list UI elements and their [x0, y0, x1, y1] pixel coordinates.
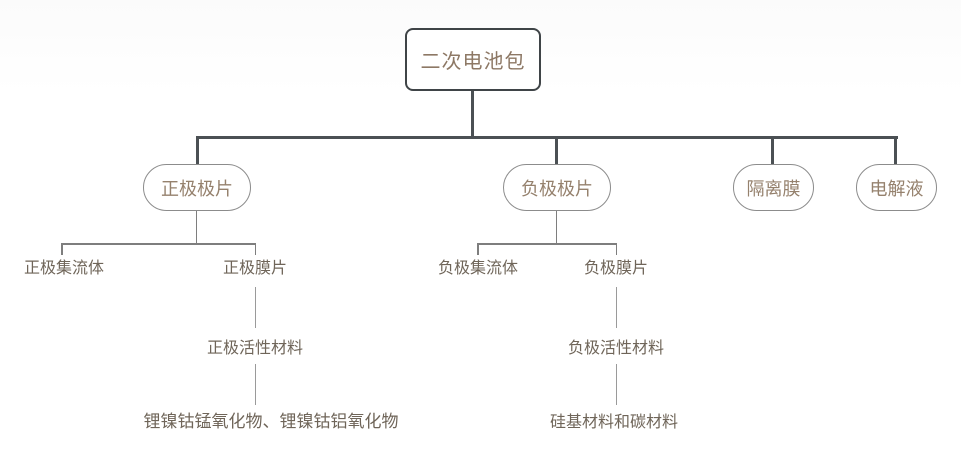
connector-negative-drop-right — [615, 243, 617, 255]
connector-negative-drop-left — [477, 243, 479, 255]
connector-positive-drop-left — [61, 243, 63, 255]
connector-drop-negative — [555, 136, 558, 164]
node-negative-electrode-sheet: 负极极片 — [503, 164, 611, 211]
connector-negative-horizontal — [477, 243, 617, 245]
connector-positive-active-to-materials — [254, 364, 256, 405]
label-negative-membrane: 负极膜片 — [583, 260, 649, 277]
label-negative-current-collector: 负极集流体 — [437, 260, 519, 277]
connector-positive-drop-right — [254, 243, 256, 255]
connector-drop-positive — [196, 136, 199, 164]
connector-drop-separator — [771, 136, 774, 164]
label-positive-material-examples: 锂镍钴锰氧化物、锂镍钴铝氧化物 — [143, 412, 399, 431]
node-separator-membrane: 隔离膜 — [733, 164, 814, 211]
label-negative-active-material: 负极活性材料 — [567, 340, 665, 357]
connector-root-stem — [471, 87, 474, 136]
label-positive-membrane: 正极膜片 — [222, 260, 288, 277]
connector-positive-membrane-to-active — [254, 287, 256, 328]
connector-negative-active-to-materials — [615, 364, 617, 405]
node-electrolyte: 电解液 — [856, 164, 937, 211]
connector-negative-membrane-to-active — [615, 287, 617, 328]
node-battery-pack: 二次电池包 — [405, 28, 541, 91]
connector-drop-electrolyte — [894, 136, 897, 164]
label-positive-active-material: 正极活性材料 — [206, 340, 304, 357]
connector-negative-stem — [555, 209, 557, 243]
connector-positive-stem — [195, 209, 197, 243]
label-negative-material-examples: 硅基材料和碳材料 — [549, 414, 679, 431]
node-positive-electrode-sheet: 正极极片 — [143, 164, 251, 211]
connector-main-horizontal — [196, 136, 898, 139]
connector-positive-horizontal — [61, 243, 256, 245]
label-positive-current-collector: 正极集流体 — [23, 260, 105, 277]
